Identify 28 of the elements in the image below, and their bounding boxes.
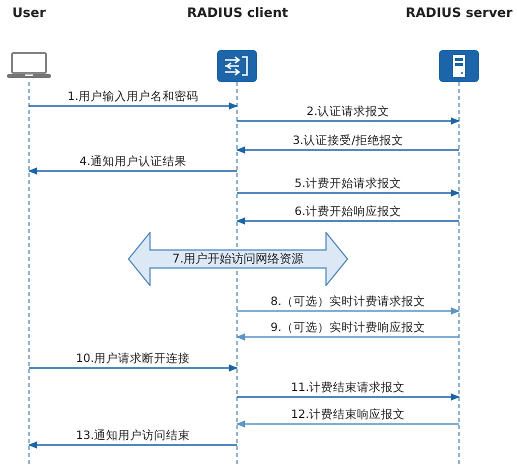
message-arrow	[28, 441, 237, 449]
message-arrow	[29, 364, 238, 372]
edge-label: 12.计费结束响应报文	[290, 407, 406, 421]
edge-label: 4.通知用户认证结果	[78, 154, 188, 168]
edge-label: 9.（可选）实时计费响应报文	[270, 320, 426, 334]
edge-label: 2.认证请求报文	[306, 104, 390, 118]
edge-label: 1.用户输入用户名和密码	[66, 89, 200, 103]
participant-name: User	[11, 6, 47, 21]
message-arrow	[237, 393, 460, 401]
message-arrow	[236, 333, 459, 341]
step-text: 7.用户开始访问网络资源	[171, 250, 305, 268]
participant-name: RADIUS client	[187, 6, 287, 21]
edge-label: 6.计费开始响应报文	[294, 204, 402, 218]
message-arrow	[237, 189, 460, 197]
edge-label: 11.计费结束请求报文	[290, 380, 406, 394]
message-arrow	[236, 217, 459, 225]
edge-label: 3.认证接受/拒绝报文	[292, 133, 404, 147]
edge-label: 13.通知用户访问结束	[74, 428, 192, 442]
message-arrow	[237, 307, 460, 315]
participant-name: RADIUS server	[404, 6, 514, 21]
message-arrow	[28, 167, 237, 175]
message-arrow	[29, 102, 238, 110]
edge-label: 10.用户请求断开连接	[74, 351, 192, 365]
message-arrow	[237, 117, 460, 125]
edge-label: 8.（可选）实时计费请求报文	[270, 294, 426, 308]
message-arrow	[236, 146, 459, 154]
edge-label: 5.计费开始请求报文	[294, 176, 402, 190]
message-arrow	[236, 420, 459, 428]
